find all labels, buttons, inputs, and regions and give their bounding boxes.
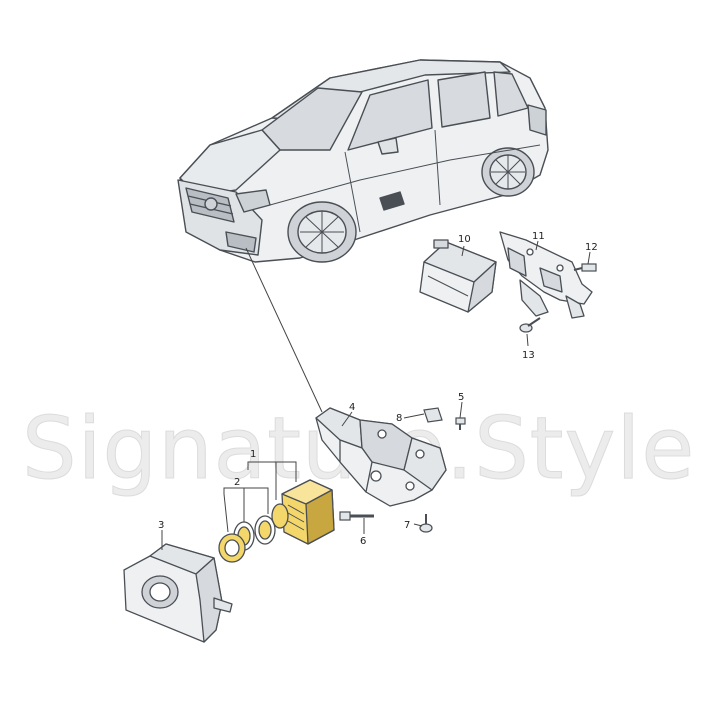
- cover-housing-part-3: [123, 543, 233, 643]
- camera-module-highlighted: [271, 479, 335, 545]
- mounting-bracket-part-4: [315, 407, 447, 507]
- callout-bracket-lines: [223, 461, 297, 533]
- screw-part-13: [519, 317, 541, 333]
- callout-7: 7: [404, 520, 410, 531]
- callout-6: 6: [360, 536, 366, 547]
- callout-13: 13: [522, 350, 535, 361]
- callout-10: 10: [458, 234, 471, 245]
- callout-1: 1: [250, 449, 256, 460]
- vehicle-illustration: [177, 59, 549, 263]
- leader-lines: [161, 240, 591, 550]
- callout-8: 8: [396, 413, 402, 424]
- callout-2: 2: [234, 477, 240, 488]
- lens-cap: [218, 533, 246, 563]
- screw-part-12: [573, 263, 597, 272]
- leader-line-car: [245, 247, 323, 413]
- callout-numbers: 1 2 3 4 5 6 7 8 10 11 12 13: [158, 231, 598, 547]
- bolt-part-6: [339, 511, 374, 521]
- control-unit-part-10: [419, 239, 497, 313]
- callout-12: 12: [585, 242, 598, 253]
- clip-part-8: [423, 407, 443, 423]
- bracket-part-11: [499, 231, 593, 319]
- seal-ring-part-2: [254, 515, 276, 545]
- callout-3: 3: [158, 520, 164, 531]
- callout-4: 4: [349, 402, 355, 413]
- callout-5: 5: [458, 392, 464, 403]
- callout-11: 11: [532, 231, 545, 242]
- screw-part-7: [419, 514, 433, 533]
